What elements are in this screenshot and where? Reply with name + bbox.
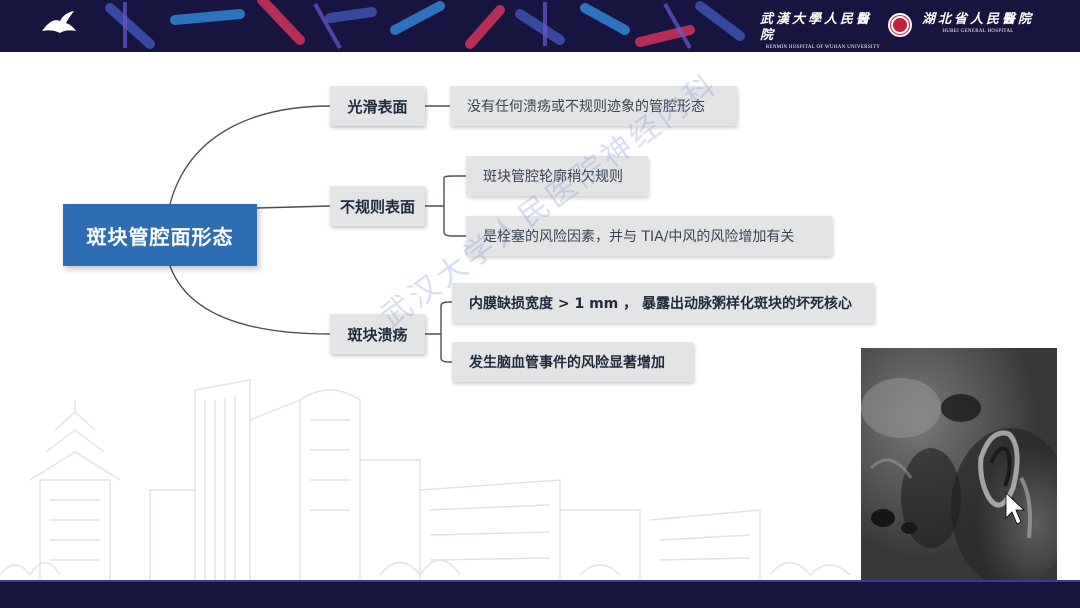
branch-node-plaque-ulcer: 斑块溃疡 bbox=[330, 314, 425, 354]
leaf-node-ulcer-risk: 发生脑血管事件的风险显著增加 bbox=[452, 342, 693, 382]
leaf-node-smooth-desc: 没有任何溃疡或不规则迹象的管腔形态 bbox=[450, 86, 737, 126]
mri-scan-image bbox=[861, 348, 1057, 582]
connector-root-smooth bbox=[170, 106, 330, 204]
connector-root-ulcer bbox=[170, 266, 330, 334]
leaf-node-irregular-risk: 是栓塞的风险因素，并与 TIA/中风的风险增加有关 bbox=[466, 216, 832, 256]
connector-root-irregular bbox=[257, 206, 330, 208]
leaf-node-ulcer-definition: 内膜缺损宽度 > 1 mm ， 暴露出动脉粥样化斑块的坏死核心 bbox=[452, 283, 874, 323]
mindmap-root-node: 斑块管腔面形态 bbox=[63, 204, 257, 266]
mri-scan-graphic bbox=[861, 348, 1057, 582]
footer-bar bbox=[0, 582, 1080, 608]
connector-ulcer-bracket bbox=[425, 302, 452, 362]
branch-node-irregular-surface: 不规则表面 bbox=[330, 186, 425, 226]
leaf-node-irregular-contour: 斑块管腔轮廓稍欠规则 bbox=[466, 156, 648, 196]
branch-node-smooth-surface: 光滑表面 bbox=[330, 86, 425, 126]
connector-irregular-bracket bbox=[425, 176, 466, 236]
